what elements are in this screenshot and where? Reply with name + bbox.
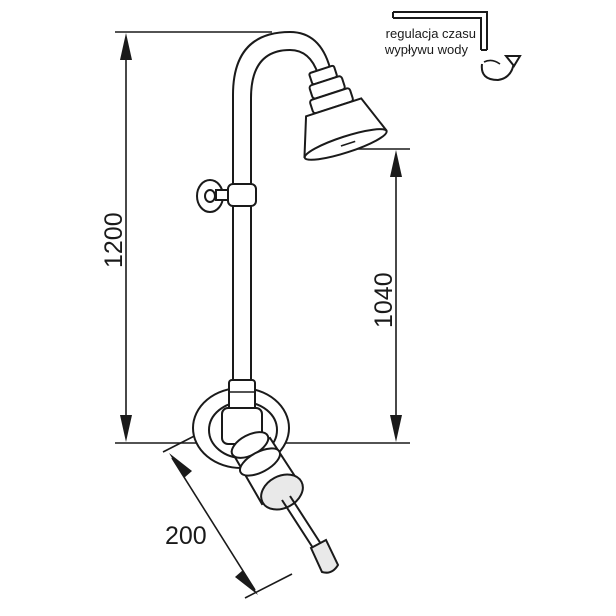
extension-line-lever bbox=[244, 573, 293, 599]
annotation-line-2: wypływu wody bbox=[384, 42, 469, 57]
lever-rod-a bbox=[281, 499, 314, 549]
arrow-up-1040 bbox=[390, 150, 402, 177]
valve-lever bbox=[281, 495, 340, 574]
valve-housing-ring-2 bbox=[239, 447, 281, 477]
rotation-arrow-head bbox=[503, 55, 522, 68]
rotation-arrow-icon bbox=[480, 55, 522, 82]
riser-inner-edge bbox=[250, 48, 319, 380]
shower-riser-pipe bbox=[232, 30, 331, 380]
dimension-200: 200 bbox=[162, 427, 293, 599]
arrow-down-1200 bbox=[120, 415, 132, 442]
label-200: 200 bbox=[165, 522, 207, 550]
flow-time-annotation: regulacja czasu wypływu wody bbox=[384, 11, 522, 82]
arrow-start-200 bbox=[169, 453, 192, 478]
dimension-line-200 bbox=[171, 457, 256, 591]
dimension-1040: 1040 bbox=[350, 148, 410, 442]
bracket-screw bbox=[204, 189, 216, 203]
riser-outer-edge bbox=[232, 30, 331, 380]
label-1200: 1200 bbox=[100, 212, 128, 268]
lever-handle-tip bbox=[309, 538, 340, 574]
bracket-clamp bbox=[227, 183, 257, 207]
annotation-line-1: regulacja czasu bbox=[386, 26, 476, 41]
allen-key-outer bbox=[393, 11, 488, 50]
arrow-up-1200 bbox=[120, 33, 132, 60]
valve-pipe-nut bbox=[228, 379, 256, 411]
label-1040: 1040 bbox=[370, 272, 398, 328]
dimension-1200: 1200 bbox=[100, 31, 410, 444]
shower-head bbox=[303, 64, 388, 161]
arrow-down-1040 bbox=[390, 415, 402, 442]
rotation-arrow-curl bbox=[483, 59, 501, 65]
rotation-arrow-body bbox=[480, 61, 515, 82]
lever-rod-b bbox=[289, 495, 322, 545]
arrow-end-200 bbox=[235, 570, 258, 595]
wall-bracket bbox=[196, 179, 257, 213]
shower-head-nozzle bbox=[340, 140, 356, 147]
mixer-valve bbox=[192, 379, 304, 511]
allen-key-inner bbox=[393, 17, 482, 50]
